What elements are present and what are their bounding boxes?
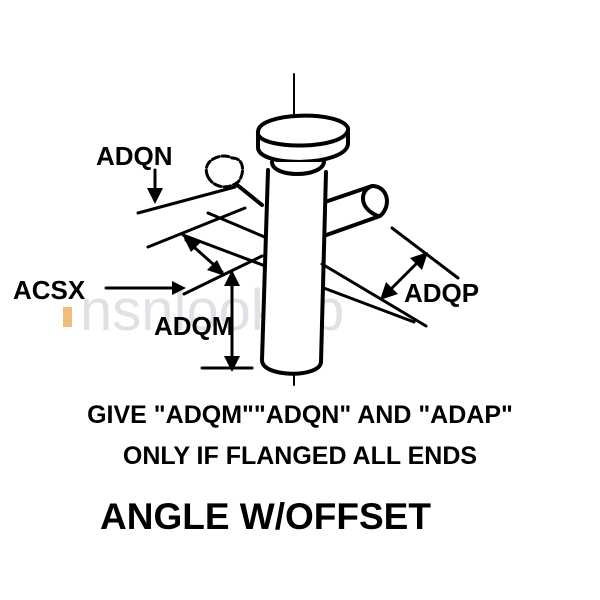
adqp-arrowhead-lower: [380, 282, 398, 300]
note-line-1: GIVE "ADQM""ADQN" AND "ADAP": [87, 401, 513, 429]
callout-adqm: ADQM: [154, 311, 233, 341]
top-flange-rim: [256, 128, 350, 148]
offset-extension-lower: [146, 206, 247, 249]
adqm-arrowhead-bottom: [224, 356, 240, 372]
callout-acsx: ACSX: [13, 275, 86, 305]
adqn-arrowhead: [147, 188, 163, 204]
acsx-arrowhead: [172, 281, 186, 295]
callout-adqn: ADQN: [96, 141, 173, 171]
main-pipe: [260, 168, 328, 376]
adqp-extension-lower: [320, 262, 428, 328]
callout-adqp: ADQP: [404, 278, 479, 308]
branch-pipe-end: [361, 184, 380, 218]
offset-arrowhead-lower: [207, 260, 225, 276]
flange-neck: [270, 160, 326, 176]
adqm-arrowhead-top: [224, 270, 240, 286]
watermark-accent-mark: [63, 307, 72, 327]
adqn-flange-end: [204, 154, 244, 189]
offset-arrowhead-upper: [183, 236, 201, 252]
diagram-caption: ANGLE W/OFFSET: [100, 496, 431, 537]
adqn-extension-line: [136, 185, 237, 215]
adqp-arrowhead-upper: [410, 252, 428, 270]
branch-pipe: [316, 184, 389, 240]
note-line-2: ONLY IF FLANGED ALL ENDS: [122, 442, 478, 470]
adqn-pipe-stub: [234, 182, 264, 207]
top-flange: [256, 113, 350, 164]
